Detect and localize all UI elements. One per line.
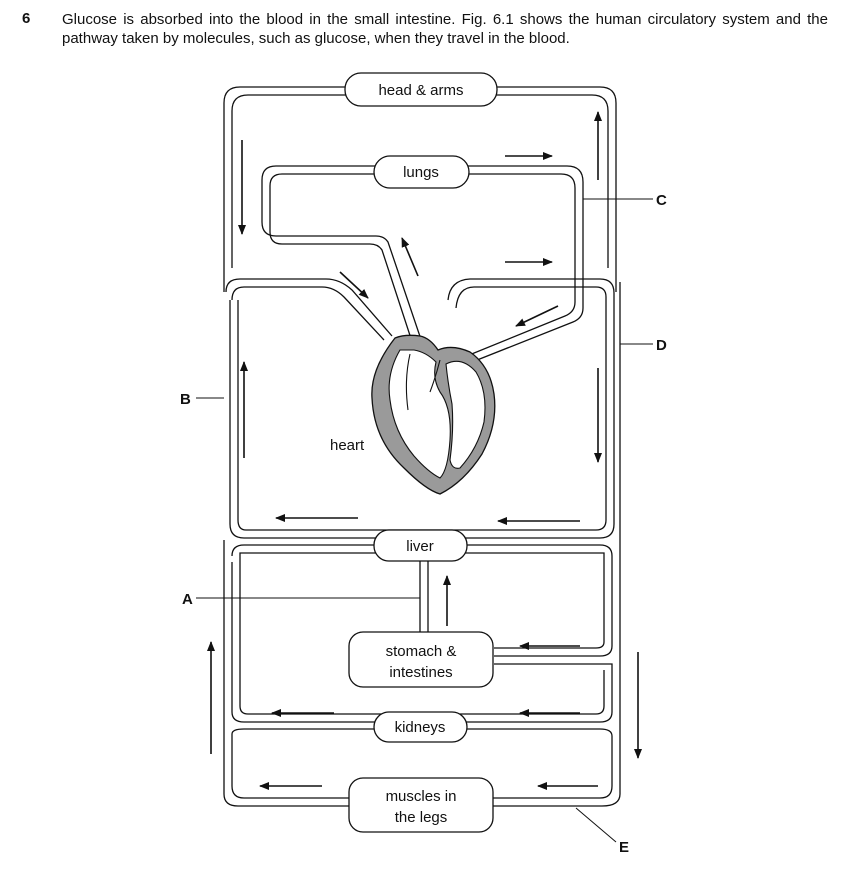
label-D: D: [656, 337, 667, 354]
stomach-label-line1: stomach &: [386, 643, 457, 660]
liver-label: liver: [406, 538, 434, 555]
leader-E: [575, 807, 617, 843]
question-text: Glucose is absorbed into the blood in th…: [62, 11, 828, 47]
head-arms-box: [344, 72, 498, 107]
kidneys-box: [373, 711, 468, 743]
flow-arrows: [207, 111, 642, 790]
label-B: B: [180, 391, 191, 408]
heart-label: heart: [330, 437, 365, 454]
arrow-into-heart: [339, 271, 369, 299]
kidneys-label: kidneys: [395, 719, 446, 736]
head-arms-label: head & arms: [378, 82, 463, 99]
stomach-intestines-box: [348, 631, 494, 688]
heart-shape: [371, 334, 496, 495]
label-A: A: [182, 591, 193, 608]
leader-lines: [196, 198, 653, 843]
label-E: E: [619, 839, 629, 856]
label-C: C: [656, 192, 667, 209]
heart-circuit: [225, 278, 615, 539]
question-number: 6: [22, 10, 31, 27]
arrow-from-lungs: [515, 305, 559, 327]
muscles-label-line2: the legs: [395, 809, 448, 826]
muscles-label-line1: muscles in: [386, 788, 457, 805]
stomach-label-line2: intestines: [389, 664, 452, 681]
lungs-label: lungs: [403, 164, 439, 181]
muscles-legs-box: [348, 777, 494, 833]
lungs-box: [373, 155, 470, 189]
liver-box: [373, 529, 468, 562]
arrow-to-lungs: [401, 237, 419, 277]
pulmonary-circuit: [261, 165, 584, 367]
